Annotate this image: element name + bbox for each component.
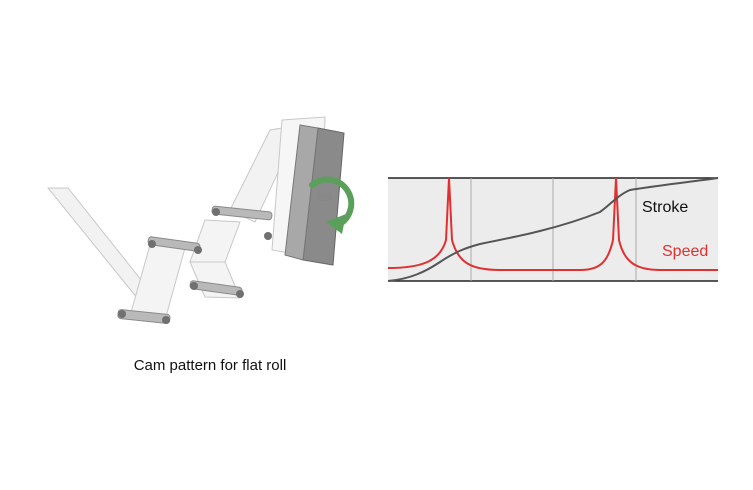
roller bbox=[211, 205, 273, 240]
roller bbox=[147, 236, 202, 254]
stroke-curve bbox=[387, 177, 719, 282]
cam-plate-face bbox=[284, 124, 319, 261]
caption: Cam pattern for flat roll bbox=[133, 357, 287, 374]
cam-profile-graph bbox=[387, 177, 719, 282]
film-strip-segment bbox=[189, 219, 241, 263]
cam-hub bbox=[318, 193, 332, 201]
stroke-label: Stroke bbox=[642, 199, 689, 216]
cam-mechanism bbox=[46, 116, 355, 324]
roller bbox=[189, 280, 244, 298]
speed-curve bbox=[387, 177, 718, 271]
roller bbox=[117, 309, 171, 324]
rotation-arrow-icon bbox=[309, 176, 355, 234]
speed-label: Speed bbox=[662, 243, 709, 260]
